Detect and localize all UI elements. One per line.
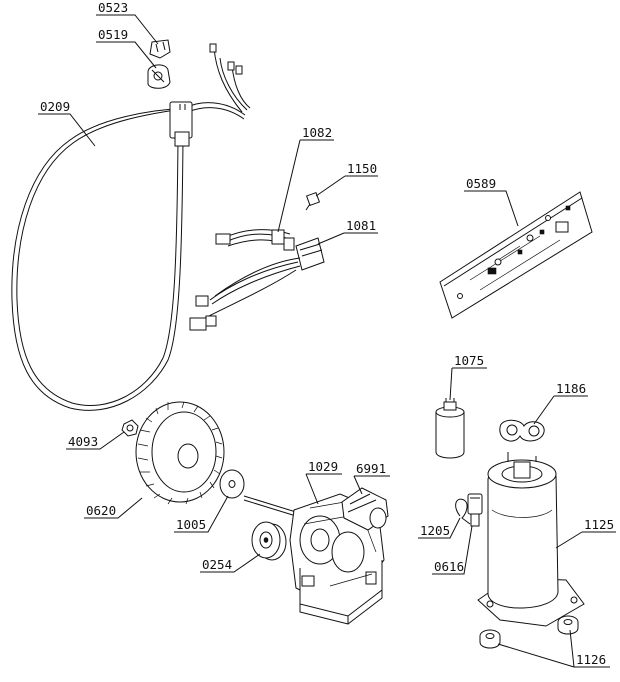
label-4093: 4093 (68, 434, 98, 449)
part-1081-wiring-harness (189, 237, 325, 331)
part-1205-clip (455, 498, 471, 525)
part-1029-motor (243, 493, 385, 625)
label-1005: 1005 (176, 517, 206, 532)
label-0254: 0254 (202, 557, 232, 572)
part-0589-pcb (439, 191, 593, 319)
label-1082: 1082 (302, 125, 332, 140)
label-1186: 1186 (556, 381, 586, 396)
part-0523-clip (149, 39, 171, 59)
label-1029: 1029 (308, 459, 338, 474)
label-0519: 0519 (98, 27, 128, 42)
leader-lines (38, 14, 616, 668)
label-6991: 6991 (356, 461, 386, 476)
label-1075: 1075 (454, 353, 484, 368)
part-1082-wiring-harness (215, 229, 295, 251)
label-1126: 1126 (576, 652, 606, 667)
label-1081: 1081 (346, 218, 376, 233)
label-0616: 0616 (434, 559, 464, 574)
part-1125-compressor (477, 452, 585, 627)
label-0589: 0589 (466, 176, 496, 191)
part-0616-protector (467, 493, 483, 527)
part-6991-switch (341, 487, 389, 531)
part-1005-washer (219, 469, 245, 499)
part-0209-power-cable (11, 101, 246, 411)
label-0209: 0209 (40, 99, 70, 114)
part-labels: 0523 0519 0209 1082 1150 1081 0589 1075 … (40, 0, 614, 667)
label-1150: 1150 (347, 161, 377, 176)
part-1075-capacitor (435, 398, 465, 459)
part-0620-fan-wheel (135, 401, 225, 505)
label-1125: 1125 (584, 517, 614, 532)
label-0620: 0620 (86, 503, 116, 518)
label-0523: 0523 (98, 0, 128, 15)
part-0519-clamp (147, 64, 171, 89)
part-4093-nut (121, 419, 139, 437)
part-1186-gasket (499, 419, 545, 442)
loose-wires (209, 43, 251, 113)
part-0254-pulley (251, 521, 287, 561)
part-1126-rubber-feet (479, 615, 579, 649)
label-1205: 1205 (420, 523, 450, 538)
